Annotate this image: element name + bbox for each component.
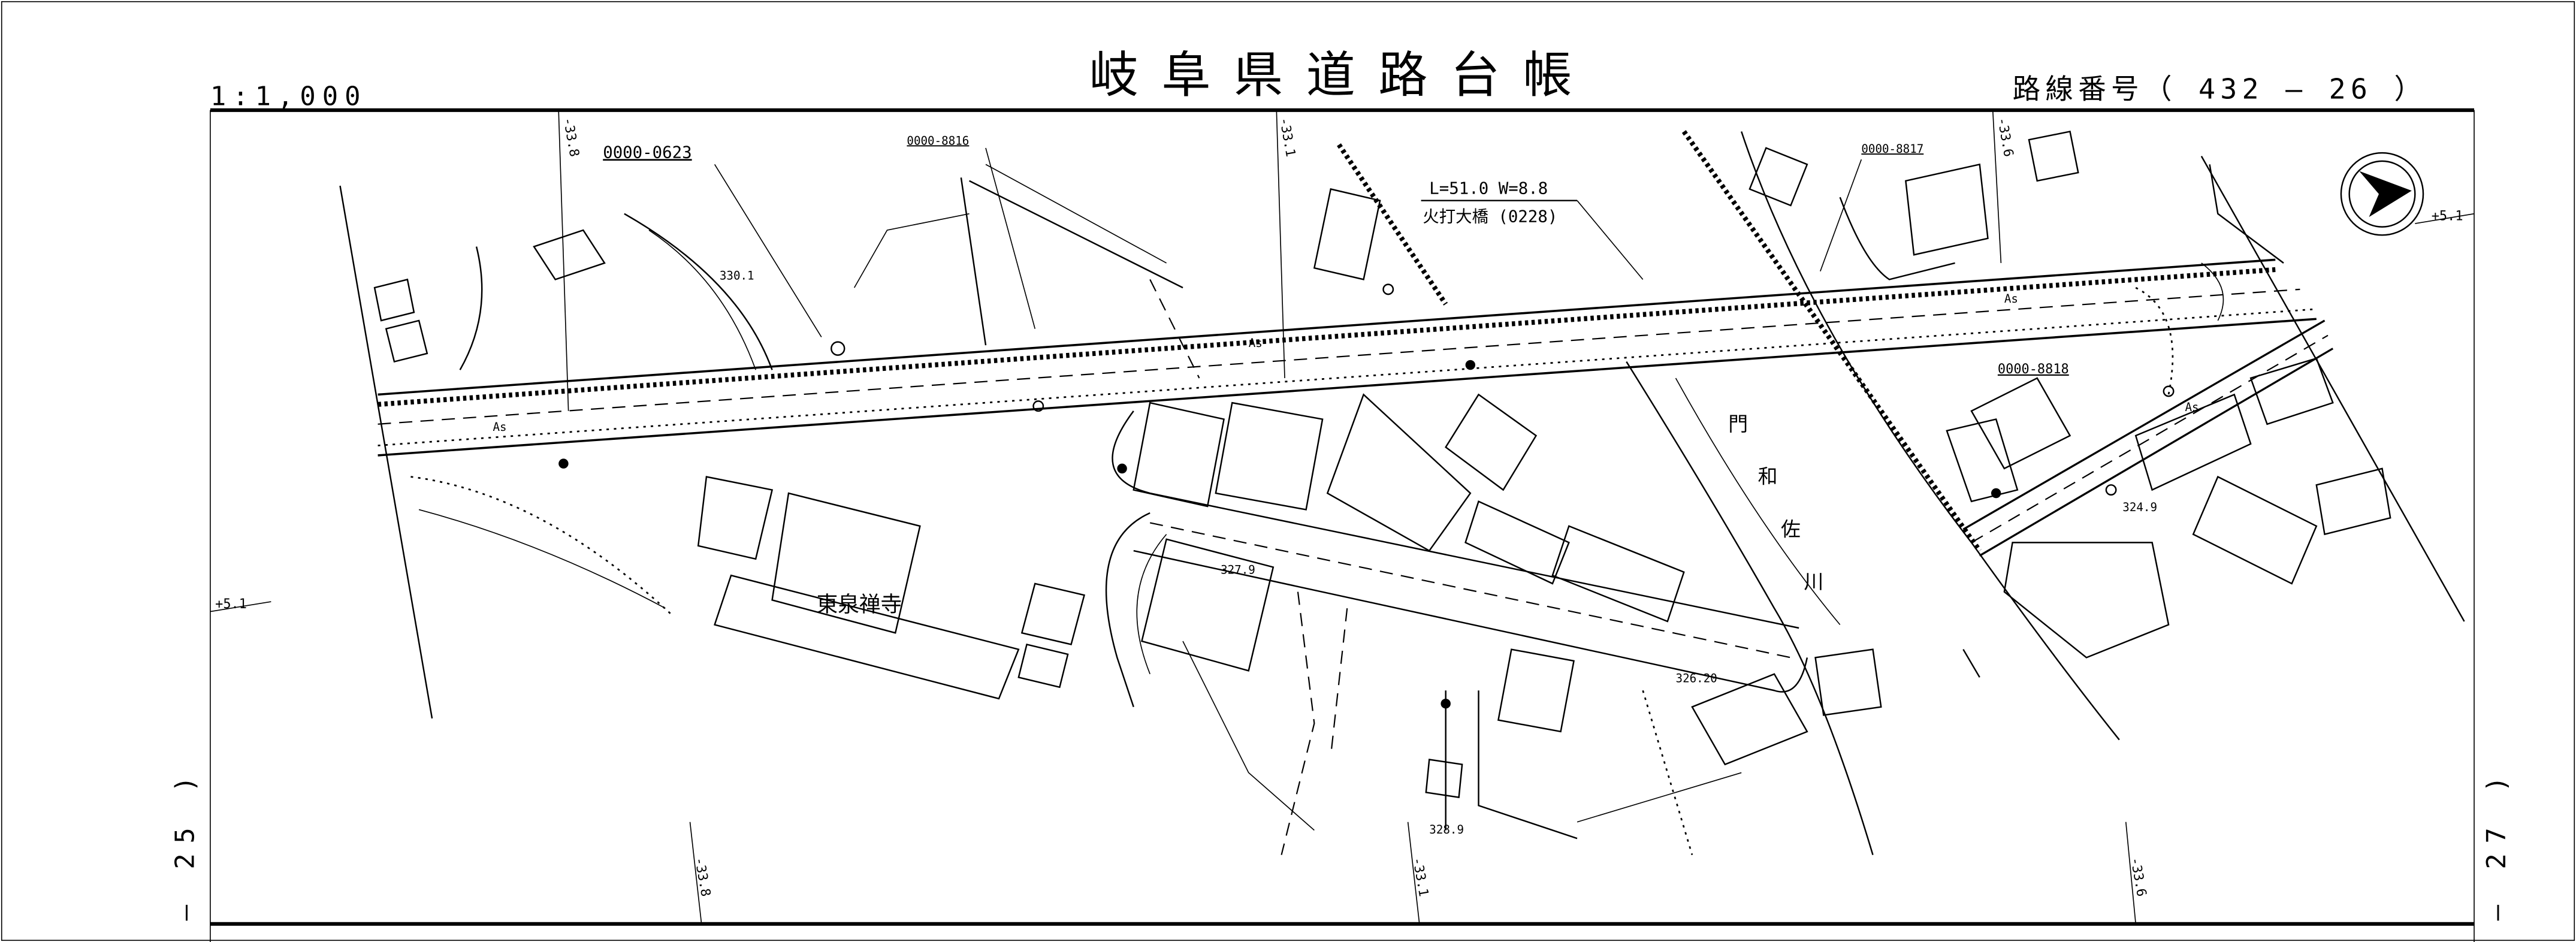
river-name-char: 門	[1728, 412, 1748, 436]
sheet-ref-left[interactable]: ― 25 )	[170, 766, 201, 920]
offset-right: +5.1	[2432, 209, 2463, 224]
elevation-label: 326.20	[1676, 672, 1717, 686]
elevation-label: 328.9	[1429, 823, 1464, 837]
parcel-label[interactable]: 0000-0623	[603, 143, 691, 162]
bridge-dimensions: L=51.0 W=8.8	[1429, 180, 1548, 198]
route-number: 路線番号（ 432 ― 26 ）	[2013, 73, 2427, 105]
north-arrow-icon	[2340, 152, 2424, 236]
elevation-label: 330.1	[720, 268, 754, 282]
buildings	[373, 131, 2391, 798]
branch-road	[1105, 410, 1808, 708]
station-top-2: -33.1	[1276, 116, 1298, 158]
bridge-name[interactable]: 火打大橋 (0228)	[1423, 207, 1557, 226]
station-top-1: -33.8	[560, 116, 581, 158]
elevation-label: 324.9	[2122, 500, 2157, 514]
river: 門 和 佐 川	[1337, 130, 2120, 855]
station-bottom-3: -33.6	[2127, 856, 2149, 898]
temple-name: 東泉禅寺	[817, 593, 902, 617]
scale-label: 1:1,000	[210, 81, 367, 112]
river-name-char: 川	[1804, 570, 1823, 593]
offset-left: +5.1	[215, 597, 247, 612]
station-bottom-2: -33.1	[1409, 856, 1431, 898]
sheet-ref-right[interactable]: ― 27 )	[2481, 766, 2512, 920]
lot-lines	[410, 164, 2284, 855]
parcel-label[interactable]: 0000-8816	[907, 134, 969, 147]
cross-road: As	[1962, 319, 2334, 557]
surface-label: As	[2004, 292, 2018, 306]
parcel-label[interactable]: 0000-8818	[1998, 362, 2069, 377]
parcel-label[interactable]: 0000-8817	[1861, 142, 1923, 156]
station-top-3: -33.6	[1994, 116, 2016, 158]
river-name-char: 佐	[1781, 517, 1801, 541]
river-name-char: 和	[1758, 465, 1778, 488]
surface-label: As	[1249, 336, 1263, 350]
main-road: As As As	[378, 258, 2317, 457]
surface-label: As	[493, 420, 507, 434]
station-bottom-1: -33.8	[691, 856, 713, 898]
elevation-label: 327.9	[1221, 563, 1255, 576]
map-title: 岐阜県道路台帳	[1089, 47, 1595, 104]
station-lines	[558, 110, 2137, 924]
utility-markers	[558, 283, 2175, 709]
